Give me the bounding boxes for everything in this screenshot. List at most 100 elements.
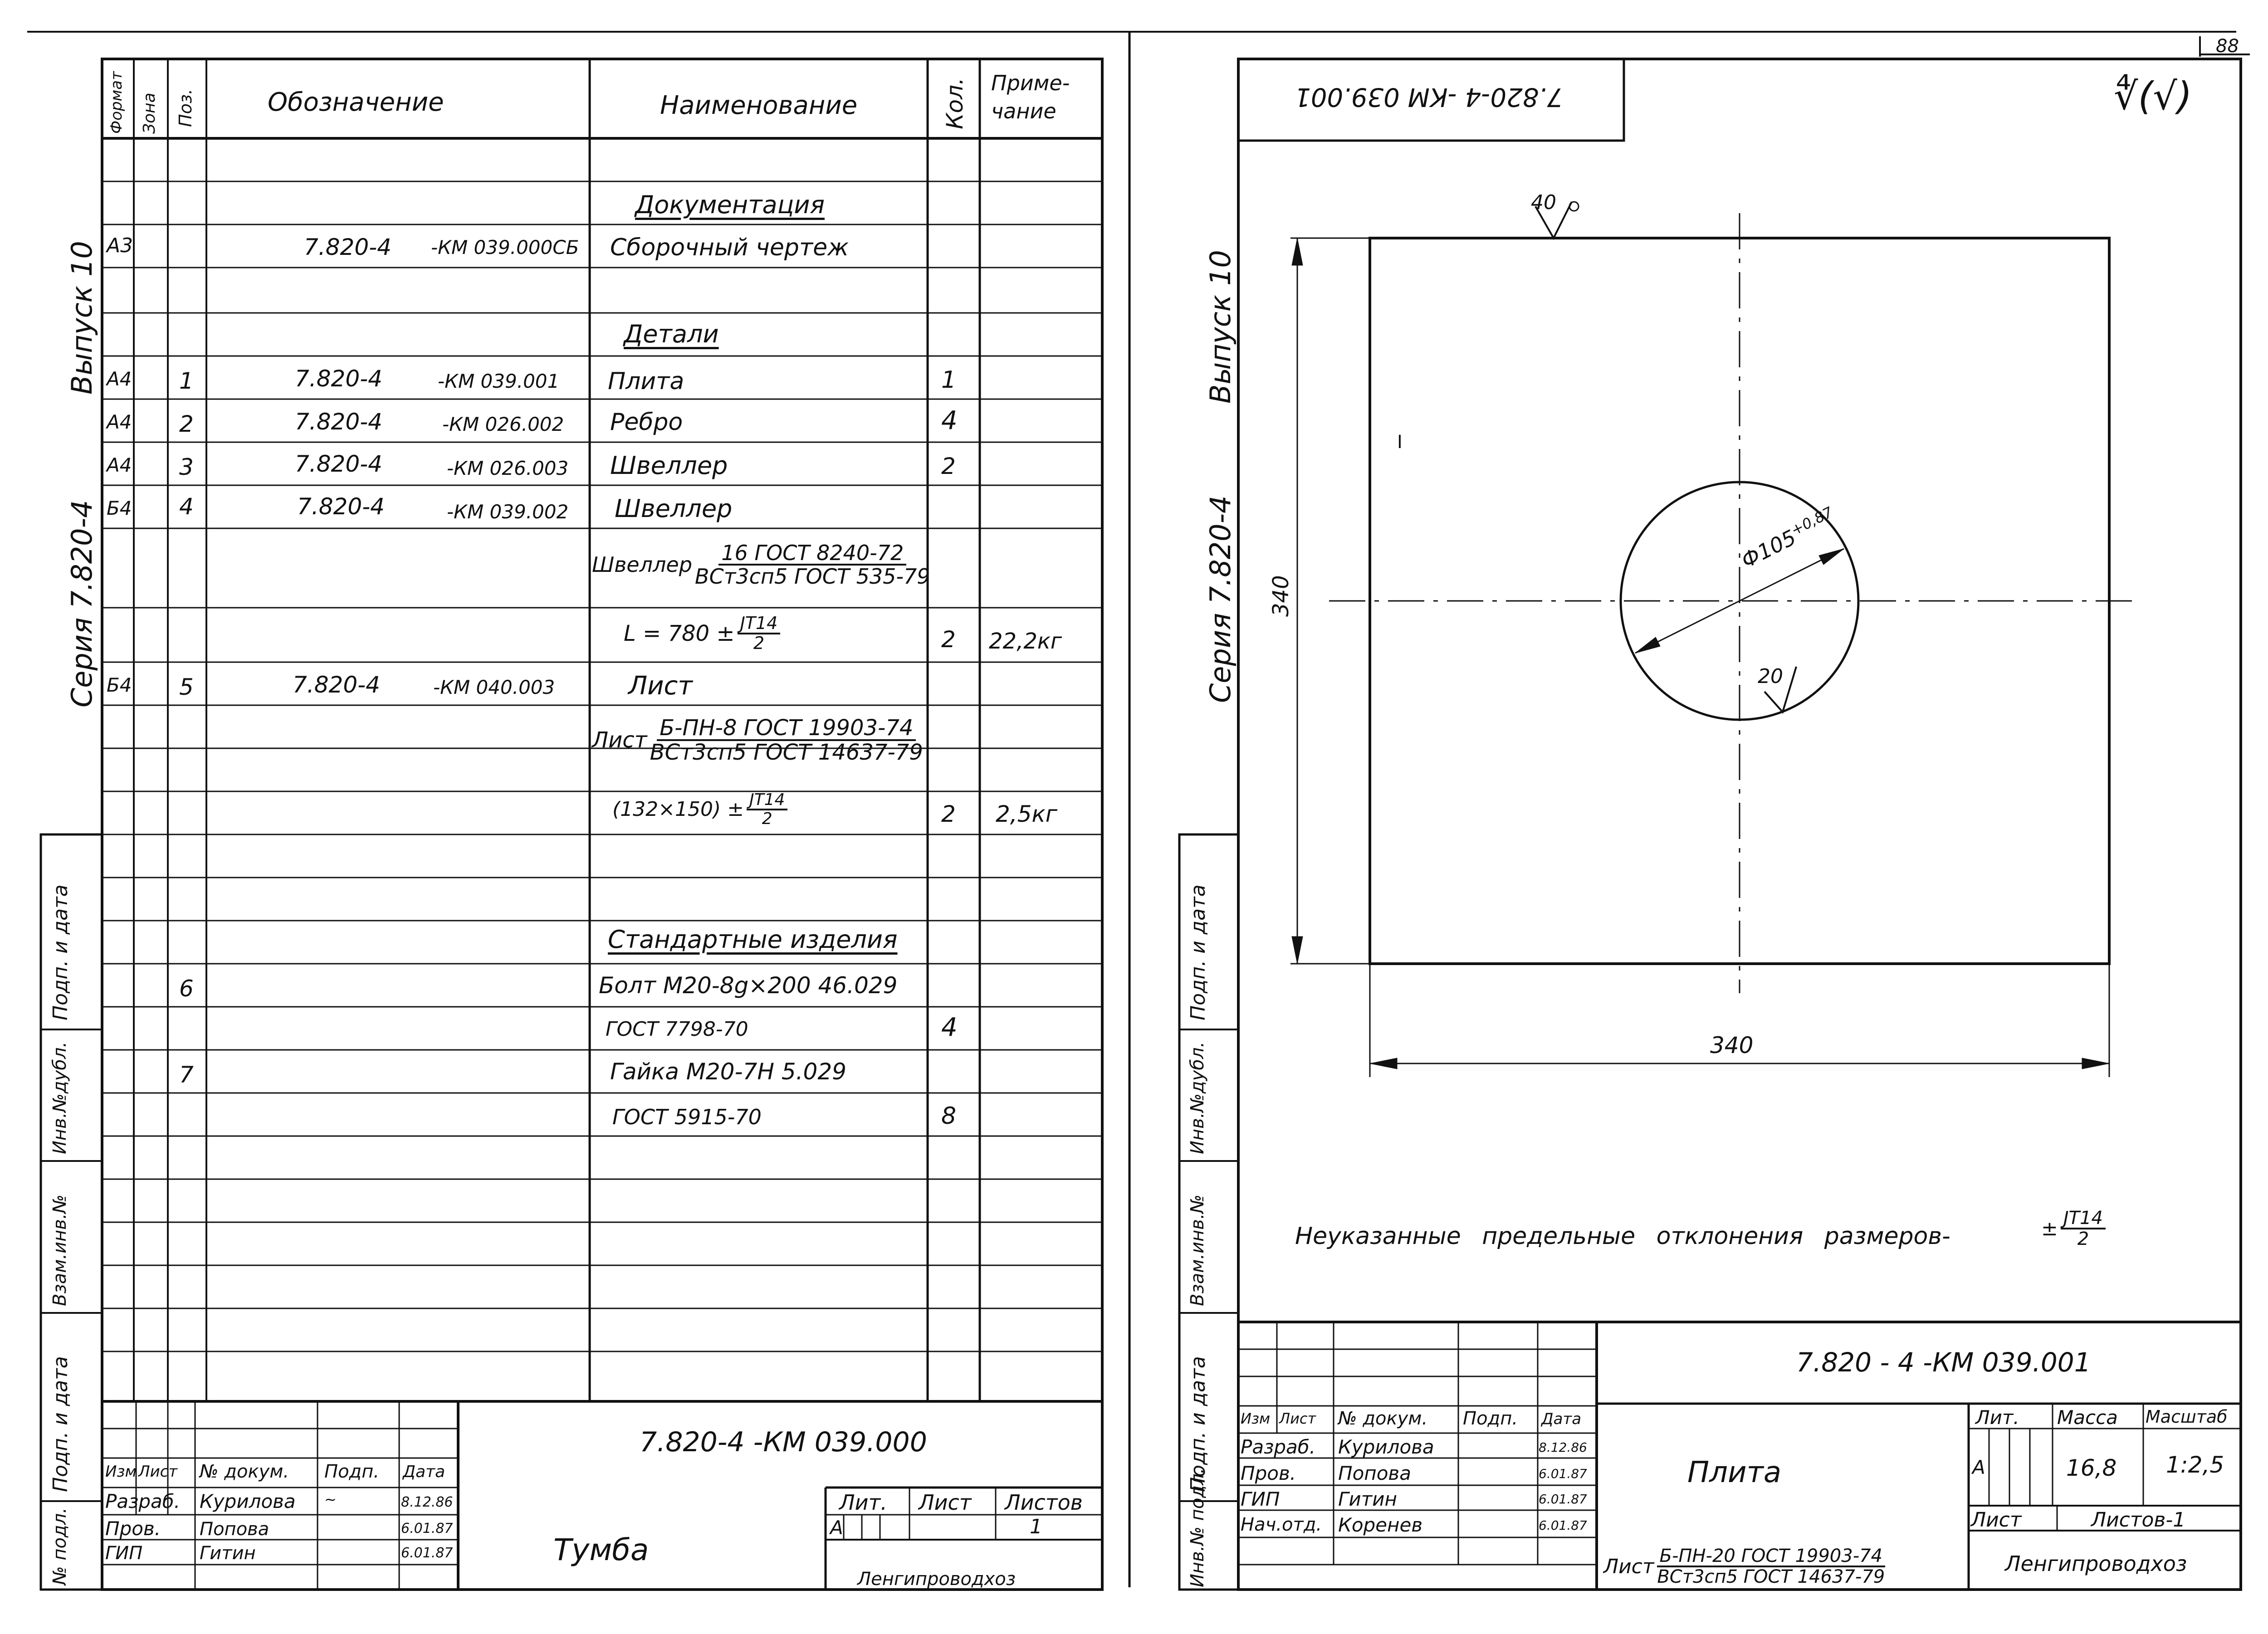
row8-num: JT14 [737,614,781,634]
right-tb-name-2: Гитин [1338,1488,1397,1510]
left-tb-col-list: Лист [138,1463,178,1481]
right-tb-col-izm: Изм [1241,1410,1271,1427]
header-pos: Поз. [176,88,196,127]
roughness-top-value: 40 [1531,191,1556,214]
row6-des-a: 7.820-4 [297,493,385,520]
right-tb-designation: 7.820 - 4 -КМ 039.001 [1796,1347,2091,1378]
row16-name: ГОСТ 5915-70 [612,1105,762,1129]
right-tb-sheet: Лист [1971,1508,2022,1532]
row5-format: А4 [107,454,132,476]
row15-name: Гайка М20-7Н 5.029 [610,1058,846,1085]
row6-name: Швеллер [615,494,733,523]
row4-pos: 2 [179,411,194,437]
header-note-1: Приме- [991,71,1070,95]
row3-format: А4 [107,368,132,390]
row14-qty: 4 [941,1013,958,1042]
right-tb-mass: Масса [2057,1406,2118,1429]
row14-name: ГОСТ 7798-70 [606,1018,748,1041]
left-tb-role-0: Разраб. [105,1490,181,1512]
left-margin-replace-inv: Взам.инв.№ [49,1194,70,1306]
section-documentation: Документация [635,190,825,219]
row5-pos: 3 [179,454,194,480]
right-series-label: Серия 7.820-4 [1204,495,1237,703]
left-tb-col-date: Дата [403,1463,445,1481]
left-tb-col-izm: Изм [105,1463,137,1481]
row8-lead: L = 780 ± [624,620,735,646]
right-tb-role-2: ГИП [1241,1488,1280,1510]
left-margin-sign-date-2: Подп. и дата [49,1356,72,1492]
right-tb-lit: Лит. [1975,1406,2019,1429]
right-margin-orig-inv: Инв.№ подл. [1187,1468,1208,1587]
row5-qty: 2 [941,453,956,479]
dim-width: 340 [1710,1032,1754,1058]
right-tb-material-den: ВСт3сп5 ГОСТ 14637-79 [1657,1566,1885,1587]
row6-format: Б4 [107,497,132,519]
left-tb-designation: 7.820-4 -КМ 039.000 [640,1426,927,1458]
row7-lead: Швеллер [592,552,692,577]
left-tb-date-2: 6.01.87 [401,1545,453,1561]
row13-name: Болт М20-8g×200 46.029 [599,972,898,999]
right-issue-label: Выпуск 10 [1204,250,1237,404]
row10-num: Б-ПН-8 ГОСТ 19903-74 [657,717,916,741]
header-format: Формат [108,71,126,134]
row5-des-a: 7.820-4 [295,451,382,477]
left-tb-col-sign: Подп. [324,1461,380,1482]
left-tb-title: Тумба [553,1532,649,1567]
row11-lead: (132×150) ± [612,798,744,821]
right-tb-scale-value: 1:2,5 [2166,1452,2224,1478]
header-name: Наименование [660,91,858,120]
row10-den: ВСт3сп5 ГОСТ 14637-79 [650,740,923,766]
row4-des-b: -КМ 026.002 [442,413,564,435]
note-num: JT14 [2060,1209,2106,1229]
note-den: 2 [2077,1229,2089,1249]
header-note-2: чание [991,99,1056,123]
row1-name: Сборочный чертеж [610,234,849,261]
row8-fraction: L = 780 ± JT14 2 [624,614,781,653]
rotated-stamp: 7.820-4 -КМ 039.001 [1295,82,1563,112]
right-tb-date-1: 6.01.87 [1539,1466,1587,1481]
left-tb-name-1: Попова [200,1519,269,1540]
surface-finish-mark: ∜(√) [2114,74,2192,118]
row8-den: 2 [753,633,765,653]
row5-name: Швеллер [610,451,728,480]
right-tb-scale: Масштаб [2146,1407,2228,1427]
right-margin-sign-date-1: Подп. и дата [1187,884,1210,1020]
right-tb-col-doc: № докум. [1338,1408,1428,1429]
row7-fraction: Швеллер 16 ГОСТ 8240-72 ВСт3сп5 ГОСТ 535… [592,542,930,588]
row9-des-a: 7.820-4 [293,672,380,698]
right-tb-col-list: Лист [1279,1410,1316,1427]
page-number: 88 [2216,36,2239,57]
left-tb-lit-value: А [830,1517,843,1539]
row9-format: Б4 [107,674,132,696]
right-tb-name-3: Коренев [1338,1514,1423,1536]
row11-fraction: (132×150) ± JT14 2 [612,791,788,828]
row11-note: 2,5кг [996,801,1057,827]
general-note: Неуказанные предельные отклонения размер… [1295,1223,1950,1250]
row11-qty: 2 [941,801,956,827]
row6-pos: 4 [179,493,194,520]
right-tb-role-3: Нач.отд. [1241,1514,1322,1535]
row9-name: Лист [628,671,693,701]
row8-note: 22,2кг [989,629,1062,654]
row1-des-b: -КМ 039.000СБ [431,236,579,259]
row3-name: Плита [608,368,684,395]
right-tb-material-lead: Лист [1603,1555,1654,1578]
row16-qty: 8 [941,1102,957,1130]
left-tb-sign-0: ~ [324,1491,337,1508]
left-tb-sheets-value: 1 [1030,1515,1042,1538]
row11-num: JT14 [747,791,788,810]
right-tb-material: Лист Б-ПН-20 ГОСТ 19903-74 ВСт3сп5 ГОСТ … [1603,1546,1886,1587]
row3-pos: 1 [179,368,194,394]
section-details: Детали [624,320,719,348]
right-tb-name-1: Попова [1338,1462,1411,1484]
left-tb-sheet: Лист [919,1490,972,1515]
right-tb-date-3: 6.01.87 [1539,1518,1587,1533]
row3-des-a: 7.820-4 [295,366,382,392]
row1-format: А3 [107,234,133,257]
right-tb-title: Плита [1687,1456,1782,1489]
row3-qty: 1 [941,366,957,394]
right-tb-mass-value: 16,8 [2066,1455,2117,1481]
right-tb-col-date: Дата [1541,1410,1582,1428]
row4-qty: 4 [941,406,958,435]
row9-des-b: -КМ 040.003 [433,676,555,698]
